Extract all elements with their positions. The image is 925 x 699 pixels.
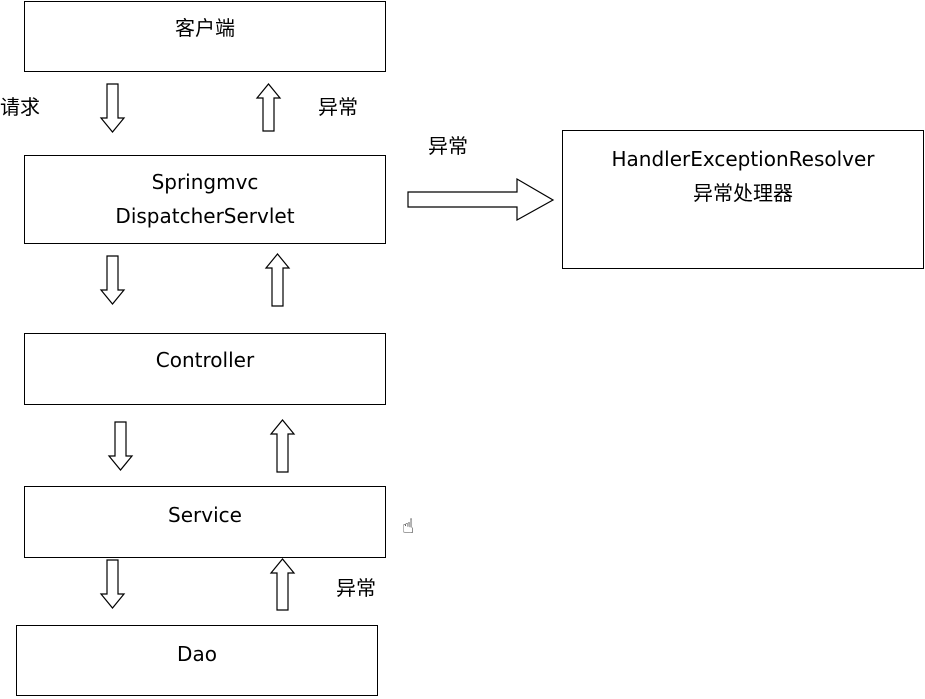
- up-arrow-service-to-controller: [269, 419, 296, 473]
- dao-box: Dao: [16, 625, 378, 696]
- down-arrow-dispatcher-to-controller: [99, 255, 126, 305]
- dao-label: Dao: [177, 642, 217, 666]
- hand-pointer-icon: ☝: [402, 514, 415, 538]
- down-arrow-client-to-dispatcher: [99, 83, 126, 133]
- client-box: 客户端: [24, 1, 386, 72]
- up-arrow-dao-to-service: [269, 558, 296, 611]
- controller-label: Controller: [155, 348, 255, 372]
- up-arrow-controller-to-dispatcher: [264, 253, 291, 307]
- client-label: 客户端: [175, 16, 235, 40]
- dispatcher-label-line1: Springmvc: [151, 170, 259, 194]
- exception-resolver-box: HandlerExceptionResolver 异常处理器: [562, 130, 924, 269]
- down-arrow-controller-to-service: [107, 421, 134, 471]
- down-arrow-service-to-dao: [99, 559, 126, 609]
- up-arrow-dispatcher-to-client: [255, 83, 282, 132]
- resolver-label-line2: 异常处理器: [693, 181, 793, 205]
- exception-label-top: 异常: [318, 95, 358, 119]
- service-label: Service: [168, 503, 242, 527]
- dispatcher-label-line2: DispatcherServlet: [115, 204, 295, 228]
- right-arrow-dispatcher-to-resolver: [407, 177, 555, 222]
- exception-label-right: 异常: [428, 134, 468, 158]
- controller-box: Controller: [24, 333, 386, 405]
- resolver-label-line1: HandlerExceptionResolver: [611, 147, 875, 171]
- exception-label-bottom: 异常: [336, 576, 376, 600]
- dispatcher-servlet-box: Springmvc DispatcherServlet: [24, 155, 386, 244]
- service-box: Service: [24, 486, 386, 558]
- request-label: 请求: [0, 95, 40, 119]
